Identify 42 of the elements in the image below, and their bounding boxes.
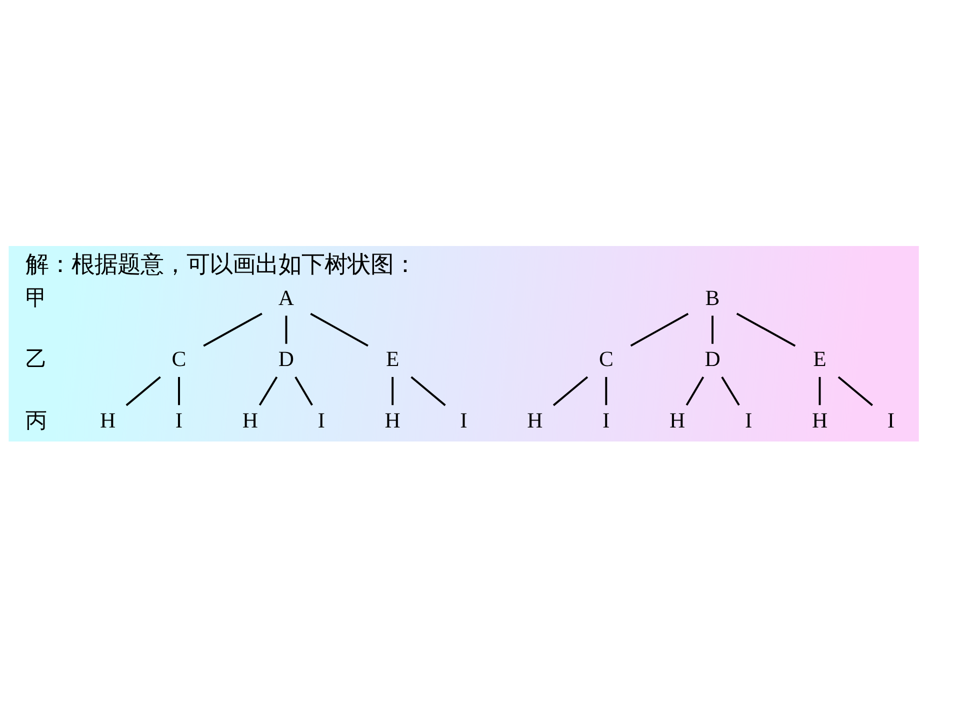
node-text: H [812, 408, 828, 432]
label: 丙 [26, 408, 48, 432]
node-text: B [705, 286, 720, 310]
node-text: I [602, 408, 610, 432]
node-text: H [384, 408, 400, 432]
label: 乙 [26, 347, 48, 372]
connector [203, 312, 262, 347]
connector [178, 376, 180, 406]
node-text: I [460, 408, 468, 432]
node-text: I [175, 408, 183, 432]
diagram-title: 解：根据题意，可以画出如下树状图： [25, 252, 416, 278]
connector [310, 312, 368, 347]
connector [294, 376, 313, 406]
connector [552, 376, 588, 406]
node-text: E [386, 347, 400, 372]
connector [410, 376, 446, 406]
node-text: I [744, 408, 752, 432]
node-text: H [100, 408, 116, 432]
node-text: H [670, 408, 686, 432]
node-text: H [527, 408, 543, 432]
node-text: C [172, 347, 186, 372]
connector [736, 312, 796, 347]
connector [818, 376, 821, 406]
connector [258, 376, 278, 406]
connector [838, 376, 873, 406]
connector [712, 316, 714, 344]
connector [285, 316, 288, 344]
node-text: C [598, 347, 614, 372]
connector [686, 376, 704, 406]
node-text: E [813, 347, 826, 372]
node-text: I [318, 408, 325, 432]
connector [126, 376, 161, 406]
node-text: A [278, 286, 294, 310]
connector [392, 376, 394, 406]
node-text: I [887, 408, 895, 432]
label: 甲 [26, 286, 48, 310]
connector [630, 312, 689, 347]
connector [605, 376, 608, 406]
node-text: D [704, 347, 720, 372]
node-text: H [242, 408, 258, 432]
node-text: D [278, 347, 294, 372]
connector [721, 376, 740, 406]
